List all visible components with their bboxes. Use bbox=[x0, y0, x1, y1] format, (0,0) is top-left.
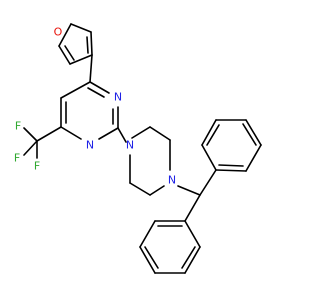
bonds bbox=[23, 23, 262, 274]
bond bbox=[184, 246, 201, 274]
bond bbox=[215, 169, 247, 172]
double-bond-inner bbox=[242, 123, 257, 146]
molecule-svg: O N N N N F F F bbox=[14, 23, 262, 274]
bond bbox=[199, 169, 217, 196]
bond bbox=[201, 119, 217, 146]
fluorine-atom-label: F bbox=[15, 120, 21, 133]
bond bbox=[129, 182, 151, 196]
bond bbox=[89, 54, 93, 83]
bond bbox=[139, 246, 156, 274]
bond bbox=[117, 127, 127, 143]
structure-diagram: O N N N N F F F bbox=[14, 23, 262, 274]
nitrogen-atom-label: N bbox=[168, 174, 176, 187]
nitrogen-atom-label: N bbox=[114, 91, 122, 104]
bond bbox=[149, 185, 165, 196]
bond bbox=[89, 81, 110, 94]
fluorine-atom-label: F bbox=[34, 160, 40, 173]
bond bbox=[23, 127, 38, 142]
bond bbox=[60, 81, 91, 99]
double-bond-inner bbox=[181, 246, 196, 269]
bond bbox=[139, 220, 156, 248]
bond bbox=[90, 31, 93, 56]
double-bond-inner bbox=[87, 87, 105, 98]
bond bbox=[245, 144, 262, 172]
bond bbox=[58, 23, 72, 47]
bond bbox=[60, 126, 82, 140]
nitrogen-atom-label: N bbox=[86, 139, 94, 152]
double-bond-inner bbox=[64, 45, 75, 61]
bond bbox=[23, 140, 38, 156]
oxygen-atom-label: O bbox=[54, 26, 63, 39]
bond bbox=[36, 126, 62, 142]
bond bbox=[70, 23, 92, 33]
double-bond-inner bbox=[86, 36, 89, 54]
bond bbox=[69, 54, 93, 65]
bond bbox=[184, 194, 201, 222]
double-bond-inner bbox=[144, 246, 159, 269]
bond bbox=[149, 126, 171, 141]
nitrogen-atom-label: N bbox=[126, 139, 134, 152]
bond bbox=[245, 119, 262, 146]
bond bbox=[177, 185, 201, 196]
double-bond-inner bbox=[206, 124, 220, 146]
bond bbox=[201, 144, 217, 171]
double-bond-inner bbox=[218, 164, 244, 167]
bond bbox=[184, 220, 201, 248]
bond bbox=[98, 127, 119, 140]
bond bbox=[131, 126, 151, 139]
atom-labels: O N N N N F F F bbox=[14, 26, 176, 187]
bond bbox=[58, 45, 71, 65]
fluorine-atom-label: F bbox=[14, 152, 20, 165]
